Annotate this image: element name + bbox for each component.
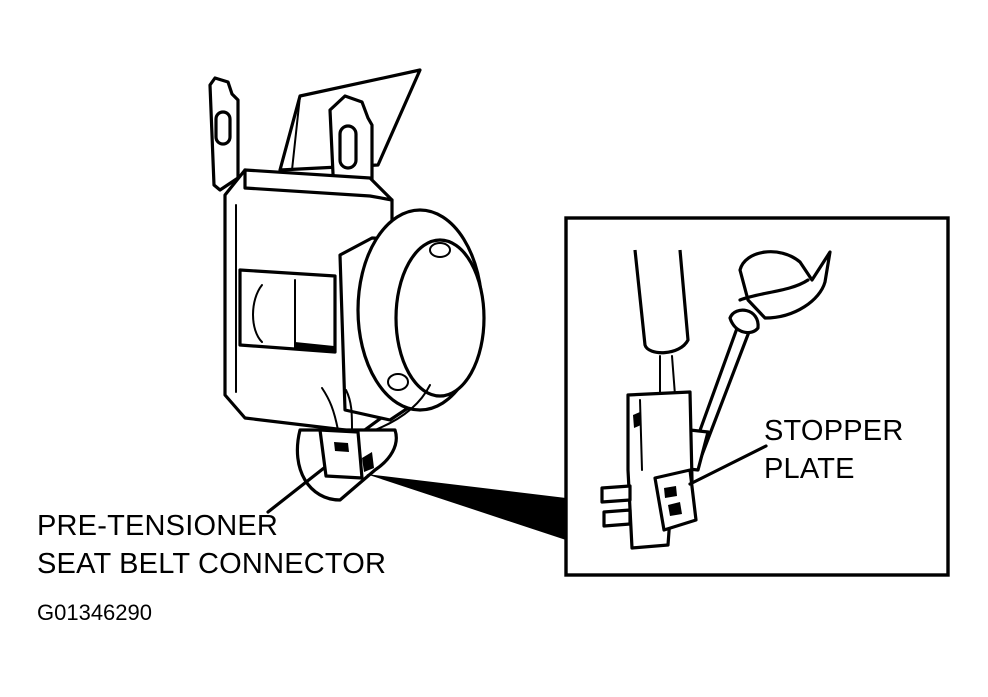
detail-inset-drawing — [600, 249, 832, 550]
connector-label-line2: SEAT BELT CONNECTOR — [37, 548, 387, 580]
stopper-leader-line — [688, 444, 768, 486]
connector-block — [318, 428, 364, 480]
stopper-label-line1: STOPPER — [764, 415, 904, 447]
stopper-label-line2: PLATE — [764, 453, 855, 485]
pretensioner-retractor — [208, 68, 486, 502]
connector-leader-line — [266, 466, 326, 514]
wire-cable — [633, 249, 690, 355]
figure-id: G01346290 — [37, 600, 152, 625]
screwdriver-handle — [738, 250, 832, 320]
frame-window — [238, 268, 337, 354]
projection-wedge — [366, 474, 566, 540]
connector-label-line1: PRE-TENSIONER — [37, 510, 279, 542]
stopper-plate — [653, 468, 698, 532]
